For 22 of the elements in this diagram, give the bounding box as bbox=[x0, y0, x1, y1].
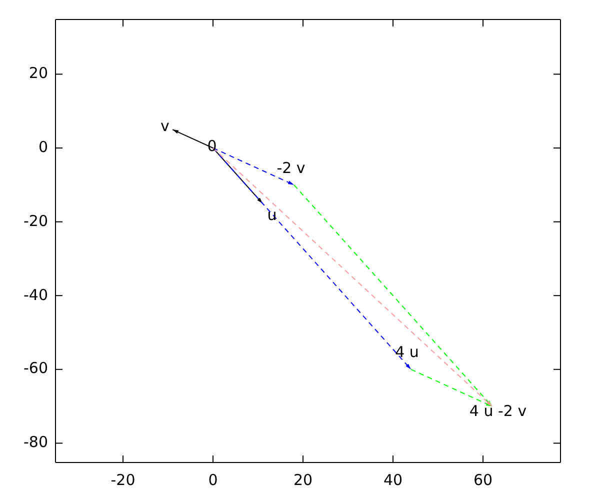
axis-tick-label: -80 bbox=[24, 434, 48, 452]
axis-tick-label: 20 bbox=[293, 472, 313, 488]
axis-tick-label: 0 bbox=[38, 139, 48, 156]
axis-tick-label: -40 bbox=[24, 286, 48, 304]
point-label: 4 u -2 v bbox=[469, 403, 527, 420]
vector-arrow bbox=[172, 129, 214, 148]
point-label: -2 v bbox=[276, 160, 306, 177]
vector-arrow bbox=[212, 148, 294, 186]
axis-tick-label: -60 bbox=[24, 360, 48, 378]
vector-arrow bbox=[212, 148, 492, 407]
point-label: u bbox=[267, 207, 277, 224]
vector-arrow bbox=[212, 148, 412, 370]
axis-tick-label: 20 bbox=[28, 65, 48, 82]
axis-tick-label: 60 bbox=[473, 472, 493, 488]
axis-tick-label: -20 bbox=[24, 212, 48, 230]
axis-tick-label: 0 bbox=[208, 472, 218, 488]
point-label: 4 u bbox=[395, 344, 419, 361]
point-label: v bbox=[160, 118, 170, 135]
axis-tick-label: -20 bbox=[110, 472, 136, 488]
vector-arrow bbox=[294, 184, 492, 407]
vector-arrow bbox=[410, 368, 492, 407]
axis-tick-label: 40 bbox=[383, 472, 403, 488]
